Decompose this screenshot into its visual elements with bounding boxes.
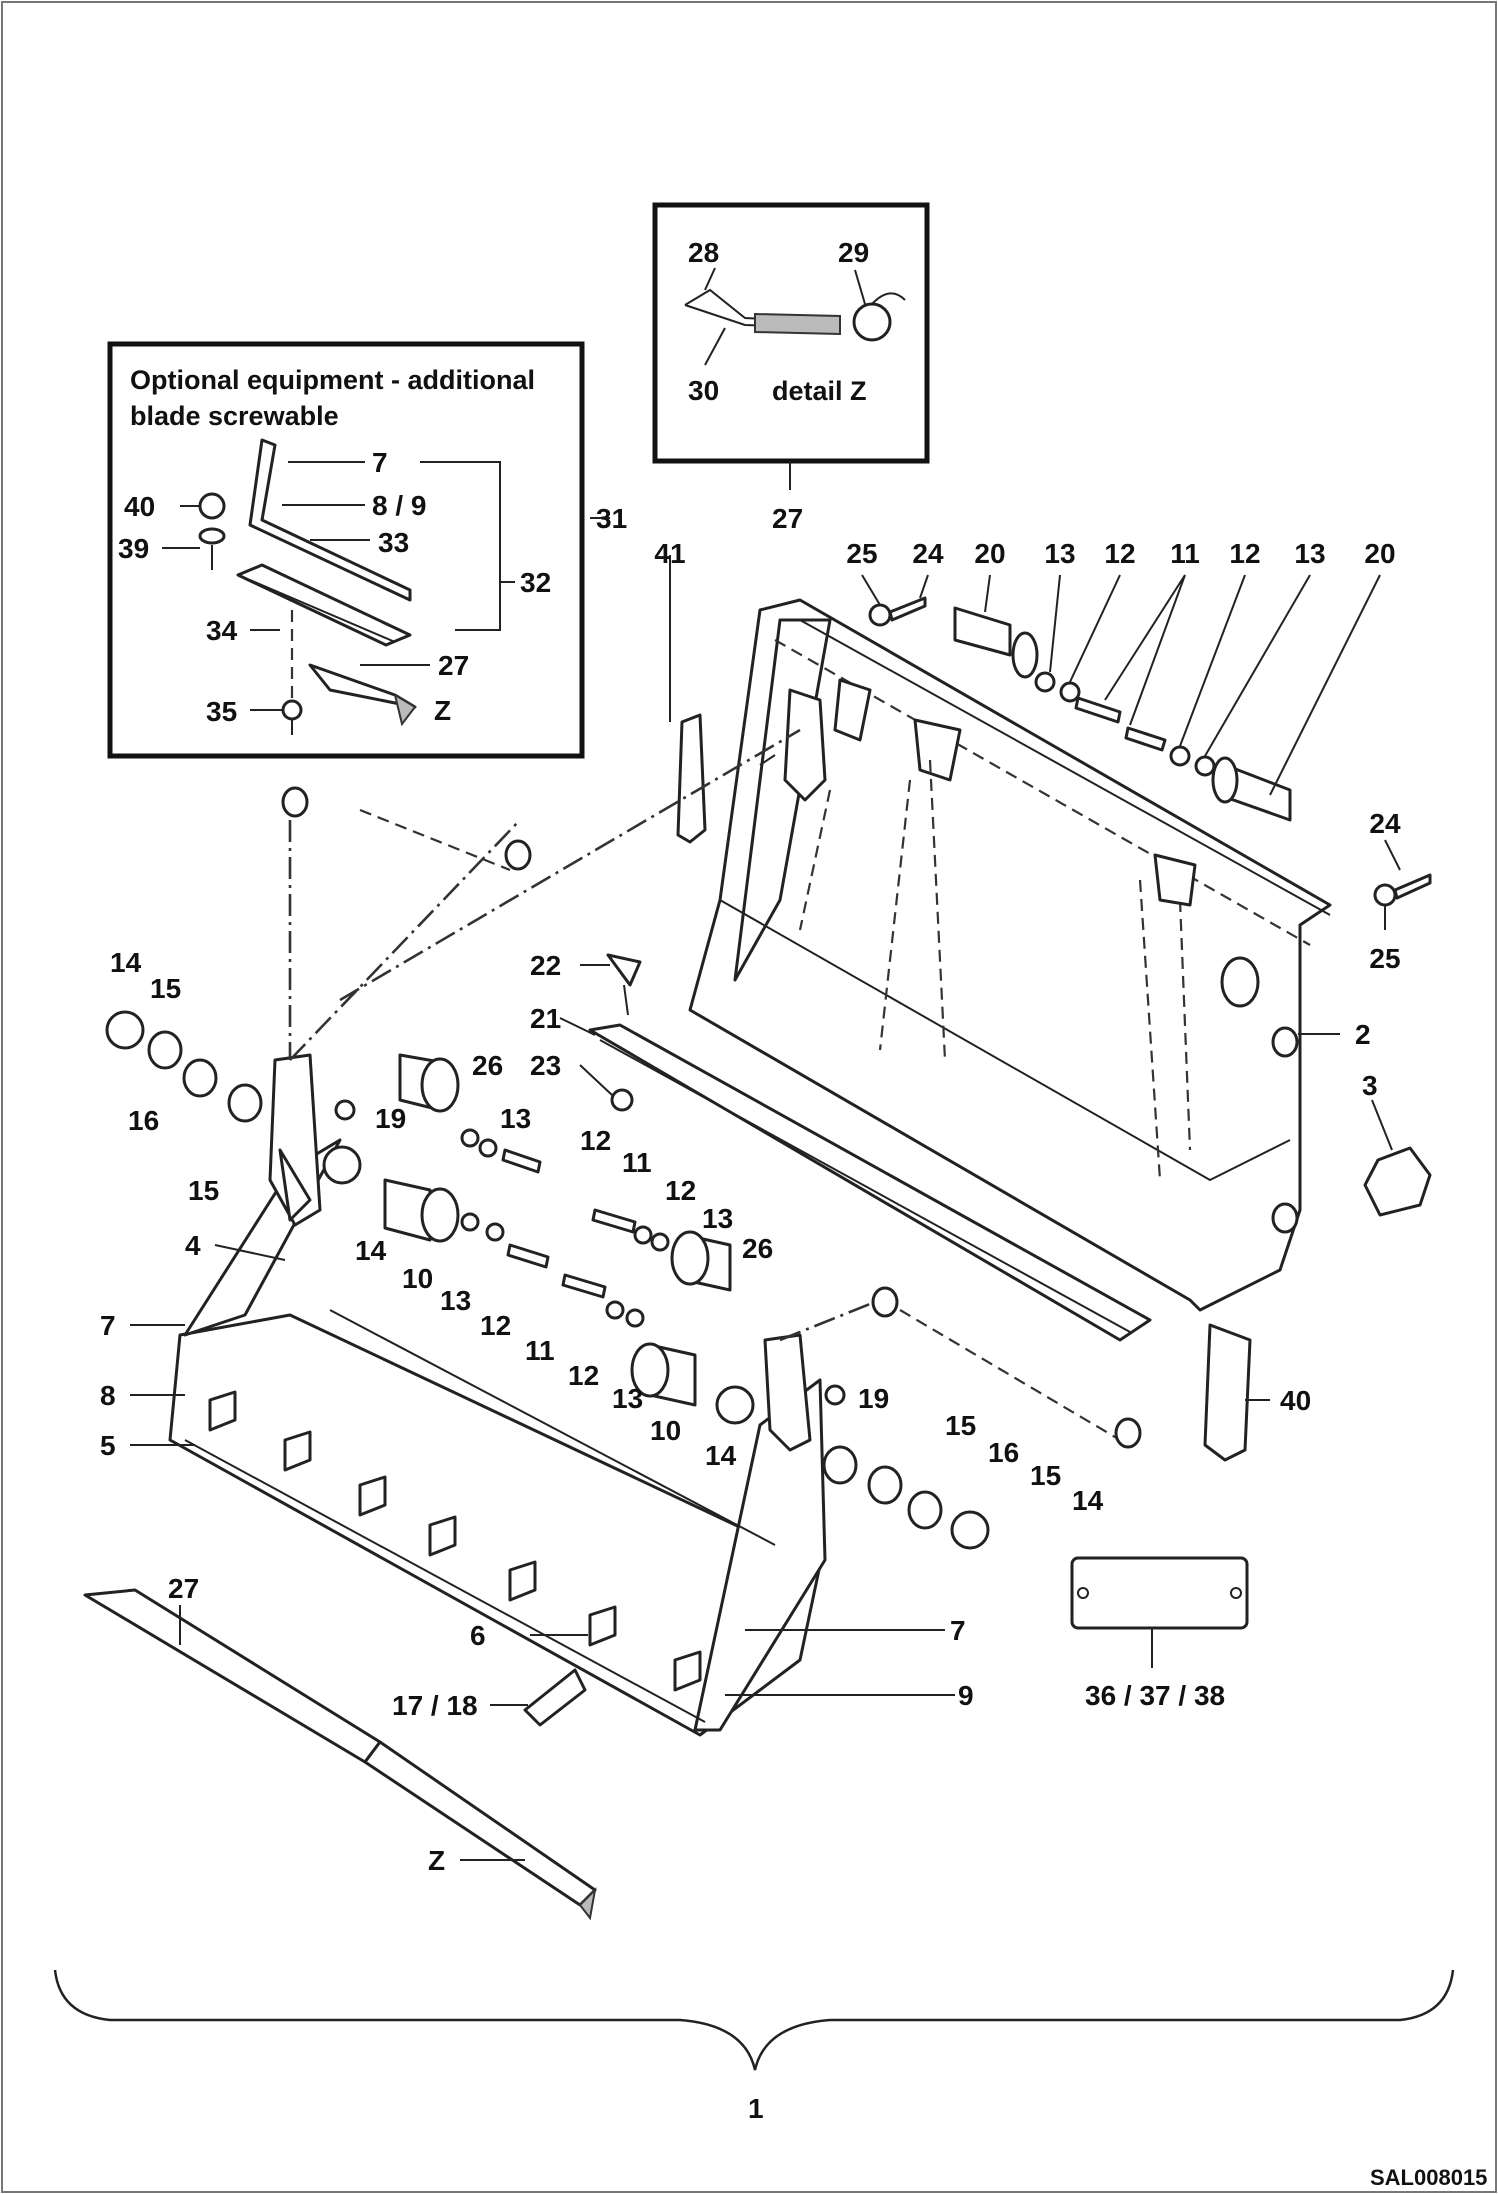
callout-9: 9: [958, 1680, 974, 1711]
callout-5: 5: [100, 1430, 116, 1461]
drawing-reference: SAL008015: [1370, 2165, 1487, 2190]
callout-13-low-b: 13: [612, 1383, 643, 1414]
callout-11-mid: 11: [622, 1147, 652, 1178]
callout-14-left-top: 14: [110, 947, 142, 978]
callout-1: 1: [748, 2093, 764, 2124]
callout-16-right: 16: [988, 1437, 1019, 1468]
callout-15-left-top: 15: [150, 973, 181, 1004]
callout-27-detail: 27: [772, 503, 803, 534]
callout-27-main: 27: [168, 1573, 199, 1604]
callout-25-right: 25: [1369, 943, 1400, 974]
callout-15-left-bottom: 15: [188, 1175, 219, 1206]
tooth-17-18: [523, 1668, 587, 1727]
callout-10-left: 10: [402, 1263, 433, 1294]
callout-11-top: 11: [1170, 538, 1200, 569]
callout-21: 21: [530, 1003, 561, 1034]
callout-31: 31: [596, 503, 627, 534]
part-3-bracket: [1363, 1146, 1432, 1217]
callout-24-right: 24: [1369, 808, 1401, 839]
optional-title-line2: blade screwable: [130, 401, 339, 431]
callout-16-left: 16: [128, 1105, 159, 1136]
callout-39: 39: [118, 533, 149, 564]
callout-20-right: 20: [1364, 538, 1395, 569]
callout-19-right: 19: [858, 1383, 889, 1414]
callout-8: 8: [100, 1380, 116, 1411]
callout-33: 33: [378, 527, 409, 558]
callout-36-37-38: 36 / 37 / 38: [1085, 1680, 1225, 1711]
callout-8-9-inset: 8 / 9: [372, 490, 426, 521]
callout-30: 30: [688, 375, 719, 406]
part-40-bracket: [1203, 1323, 1252, 1462]
callout-28: 28: [688, 237, 719, 268]
callout-19-left: 19: [375, 1103, 406, 1134]
detail-z-label: detail Z: [772, 376, 867, 406]
callout-7-right: 7: [950, 1615, 966, 1646]
callout-7-inset: 7: [372, 447, 388, 478]
callout-27-inset: 27: [438, 650, 469, 681]
callout-22: 22: [530, 950, 561, 981]
callout-41: 41: [654, 538, 685, 569]
callout-4: 4: [185, 1230, 201, 1261]
callout-17-18: 17 / 18: [392, 1690, 478, 1721]
callout-13-top-b: 13: [1294, 538, 1325, 569]
optional-equipment-inset: Optional equipment - additional blade sc…: [107, 341, 627, 759]
callout-7-left: 7: [100, 1310, 116, 1341]
callout-20-left: 20: [974, 538, 1005, 569]
callout-13-top-a: 13: [1044, 538, 1075, 569]
callout-15-right-top: 15: [945, 1410, 976, 1441]
callout-26-upper: 26: [472, 1050, 503, 1081]
callout-12-mid-b: 12: [665, 1175, 696, 1206]
cutting-edge: [588, 1023, 1152, 1342]
label-plate: [1070, 1556, 1249, 1630]
callout-6: 6: [470, 1620, 486, 1651]
callout-z-main: Z: [428, 1845, 445, 1876]
callout-34: 34: [206, 615, 238, 646]
callout-13-mid-a: 13: [500, 1103, 531, 1134]
callout-12-top-b: 12: [1229, 538, 1260, 569]
callout-12-mid-a: 12: [580, 1125, 611, 1156]
callout-23: 23: [530, 1050, 561, 1081]
callout-14-right-mid: 14: [705, 1440, 737, 1471]
callout-14-right: 14: [1072, 1485, 1104, 1516]
callout-2: 2: [1355, 1019, 1371, 1050]
callout-25-top: 25: [846, 538, 877, 569]
callout-40-main: 40: [1280, 1385, 1311, 1416]
lip-protector-left: [83, 1588, 382, 1764]
bucket: [168, 1053, 827, 1737]
callout-z-inset: Z: [434, 695, 451, 726]
callout-12-top-a: 12: [1104, 538, 1135, 569]
callout-14-left-mid: 14: [355, 1235, 387, 1266]
callout-26-lower: 26: [742, 1233, 773, 1264]
callout-15-right-bottom: 15: [1030, 1460, 1061, 1491]
callout-29: 29: [838, 237, 869, 268]
hitch-frame: [688, 598, 1340, 1312]
lip-protector-right: [363, 1740, 597, 1907]
callout-13-mid-b: 13: [702, 1203, 733, 1234]
callout-3: 3: [1362, 1070, 1378, 1101]
callout-40-inset: 40: [124, 491, 155, 522]
callout-24-top: 24: [912, 538, 944, 569]
callout-11-low: 11: [525, 1335, 555, 1366]
part-41-bracket: [676, 713, 707, 844]
callout-32: 32: [520, 567, 551, 598]
callout-10-right: 10: [650, 1415, 681, 1446]
optional-title-line1: Optional equipment - additional: [130, 365, 535, 395]
callout-13-low-a: 13: [440, 1285, 471, 1316]
detail-z-inset: 28 29 30 detail Z 27: [652, 202, 930, 534]
callout-12-low-b: 12: [568, 1360, 599, 1391]
callout-35: 35: [206, 696, 237, 727]
callout-12-low-a: 12: [480, 1310, 511, 1341]
